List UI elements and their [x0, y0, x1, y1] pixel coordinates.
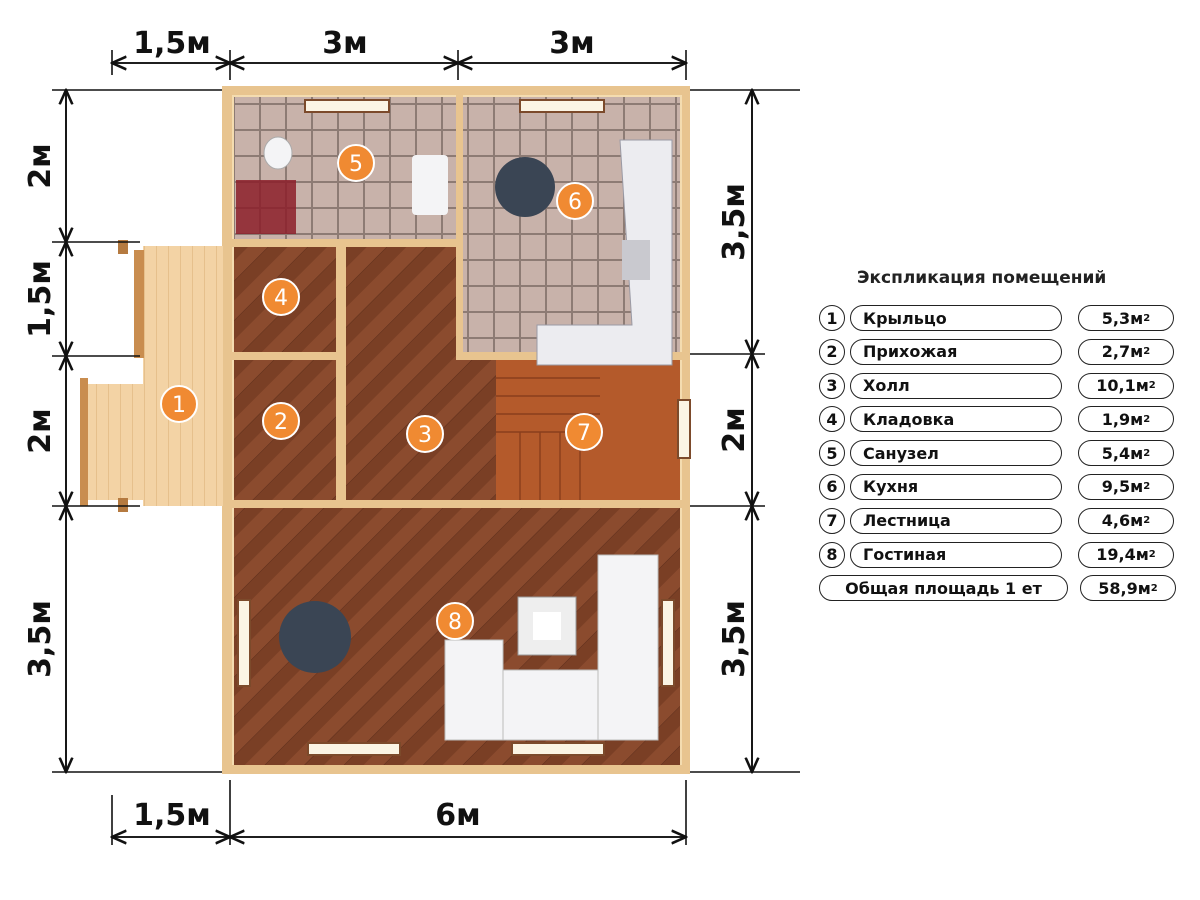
- dim-right-kitchen: 3,5м: [717, 183, 752, 261]
- dim-total-height: 9м: [796, 408, 800, 453]
- legend-number: 5: [819, 440, 845, 467]
- legend-area-value: 4,6м: [1101, 511, 1144, 531]
- room-hall: [346, 247, 456, 500]
- legend-area-value: 5,3м: [1101, 308, 1144, 328]
- porch-steps: [86, 384, 146, 500]
- legend-area-sup: 2: [1143, 447, 1151, 459]
- marker-2: 2: [274, 410, 288, 435]
- legend-room-name: Прихожая: [850, 338, 1062, 365]
- legend-title: Экспликация помещений: [857, 268, 1107, 288]
- marker-4: 4: [274, 286, 288, 311]
- dim-bottom-total: 6м: [435, 798, 480, 833]
- legend-area-value: 2,7м: [1101, 342, 1144, 362]
- legend-area-sup: 2: [1143, 413, 1151, 425]
- legend-area-value: 9,5м: [1101, 477, 1144, 497]
- dim-left-entry: 2м: [23, 408, 58, 453]
- room-marker-group: [160, 144, 603, 640]
- legend-room-name: Кухня: [850, 473, 1062, 500]
- legend-room-name: Лестница: [850, 507, 1062, 534]
- floor-plan: 5 6 4 1 2 3 7 8: [23, 26, 800, 845]
- marker-3: 3: [418, 423, 432, 448]
- legend-total-area-value: 58,9м: [1098, 578, 1151, 598]
- legend-room-name: Крыльцо: [850, 305, 1062, 331]
- legend-number: 1: [819, 305, 845, 331]
- porch-deck: [143, 246, 223, 506]
- dim-left-living: 3,5м: [23, 600, 58, 678]
- dim-left-storage: 1,5м: [23, 260, 58, 338]
- marker-7: 7: [577, 421, 591, 446]
- marker-8: 8: [448, 610, 462, 635]
- legend-number: 7: [819, 507, 845, 534]
- legend-number: 4: [819, 406, 845, 433]
- legend-room-name: Кладовка: [850, 406, 1062, 433]
- legend-room-name: Санузел: [850, 440, 1062, 467]
- legend-area-sup: 2: [1148, 380, 1156, 392]
- legend-area-sup: 2: [1148, 549, 1156, 561]
- legend-number: 3: [819, 372, 845, 399]
- legend-room-name: Гостиная: [850, 541, 1062, 568]
- marker-6: 6: [568, 190, 582, 215]
- legend-number: 2: [819, 338, 845, 365]
- legend-area-value: 19,4м: [1096, 545, 1149, 565]
- dim-right-stairs: 2м: [717, 407, 752, 452]
- legend-area-sup: 2: [1143, 515, 1151, 527]
- marker-5: 5: [349, 152, 363, 177]
- legend-area-sup: 2: [1143, 312, 1151, 324]
- legend-room-name: Холл: [850, 372, 1062, 399]
- legend-area-value: 1,9м: [1101, 409, 1144, 429]
- dim-right-living: 3,5м: [717, 600, 752, 678]
- legend-total-area-sup: 2: [1150, 582, 1158, 594]
- dim-left-bath: 2м: [23, 143, 58, 188]
- dim-top-right-room: 3м: [549, 26, 594, 61]
- legend-area-sup: 2: [1143, 346, 1151, 358]
- legend-area-value: 10,1м: [1096, 376, 1149, 396]
- marker-1: 1: [172, 393, 186, 418]
- legend-total-name: Общая площадь 1 ет: [819, 575, 1068, 602]
- dim-top-porch: 1,5м: [133, 26, 211, 61]
- legend-area-sup: 2: [1143, 481, 1151, 493]
- dim-bottom-porch: 1,5м: [133, 798, 211, 833]
- legend-number: 8: [819, 541, 845, 568]
- legend-area-value: 5,4м: [1101, 443, 1144, 463]
- legend-number: 6: [819, 473, 845, 500]
- dim-top-left-room: 3м: [322, 26, 367, 61]
